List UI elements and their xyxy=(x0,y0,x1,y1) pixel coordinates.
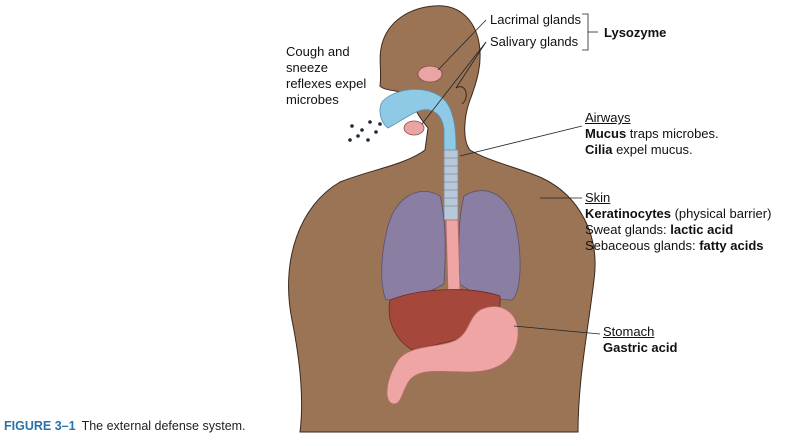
skin-line-3: Sebaceous glands: fatty acids xyxy=(585,238,764,253)
cough-line-2: sneeze xyxy=(286,60,328,75)
airways-line-2: Cilia expel mucus. xyxy=(585,142,693,157)
stomach-organ xyxy=(386,306,519,405)
skin-label: Skin Keratinocytes (physical barrier) Sw… xyxy=(585,190,771,254)
left-lung xyxy=(381,191,446,301)
cough-line-4: microbes xyxy=(286,92,339,107)
airways-line-1: Mucus traps microbes. xyxy=(585,126,719,141)
figure-caption: FIGURE 3–1 The external defense system. xyxy=(4,419,246,433)
expelled-microbes xyxy=(348,120,382,142)
trachea-rings xyxy=(444,157,458,207)
leader-lines xyxy=(421,13,601,335)
cough-line-3: reflexes expel xyxy=(286,76,367,91)
airways-heading: Airways xyxy=(585,110,631,125)
salivary-glands-label: Salivary glands xyxy=(490,34,579,49)
skin-line-2: Sweat glands: lactic acid xyxy=(585,222,734,237)
stomach-line-1: Gastric acid xyxy=(603,340,678,355)
ear-line xyxy=(455,86,467,105)
figure-number: FIGURE 3–1 xyxy=(4,419,76,433)
lacrimal-glands-label: Lacrimal glands xyxy=(490,12,582,27)
airways-label: Airways Mucus traps microbes. Cilia expe… xyxy=(585,110,719,158)
lysozyme-label: Lysozyme xyxy=(604,25,667,40)
cough-line-1: Cough and xyxy=(286,44,350,59)
lacrimal-gland xyxy=(417,65,443,83)
airway xyxy=(379,89,457,179)
skin-heading: Skin xyxy=(585,190,611,205)
figure-caption-text: The external defense system. xyxy=(81,419,246,433)
cough-sneeze-label: Cough and sneeze reflexes expel microbes xyxy=(286,44,366,108)
esophagus xyxy=(445,219,461,293)
salivary-gland-left xyxy=(403,120,425,136)
stomach-label: Stomach Gastric acid xyxy=(603,324,677,356)
trachea xyxy=(443,149,459,221)
skin-line-1: Keratinocytes (physical barrier) xyxy=(585,206,772,221)
stomach-heading: Stomach xyxy=(603,324,655,339)
